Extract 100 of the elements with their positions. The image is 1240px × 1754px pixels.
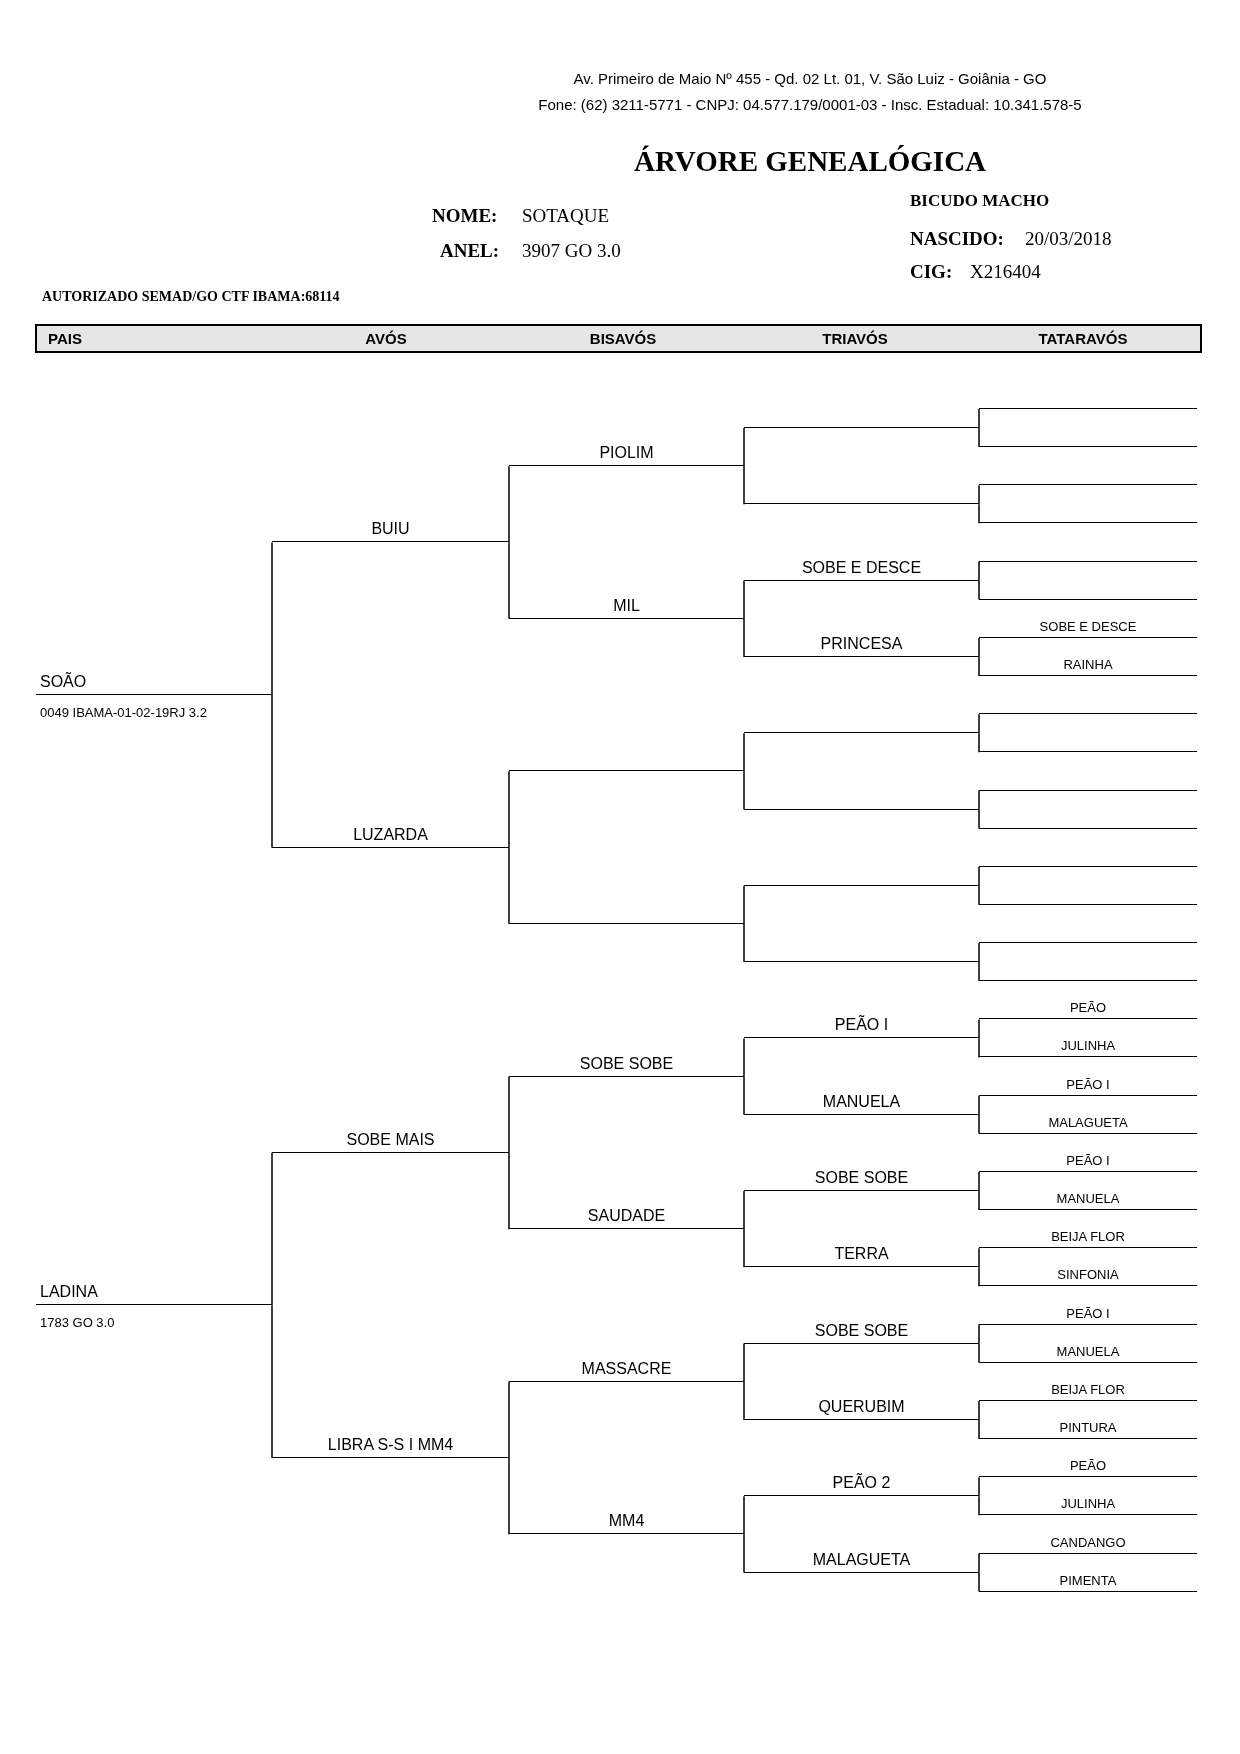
header-text: X216404 [970,260,1042,284]
pedigree-connector [978,427,980,448]
ancestor-entry [744,1012,979,1039]
ancestor-name: SOÃO [40,674,87,691]
ancestor-name: JULINHA [1060,1039,1116,1053]
pedigree-connector [978,1495,980,1516]
ancestor-name: MALAGUETA [1048,1115,1128,1129]
pedigree-connector [978,656,980,677]
ancestor-name: BUIU [371,521,410,538]
ancestor-name: PEÃO [1069,1001,1107,1015]
pedigree-connector [978,1342,980,1364]
ancestor-name: BEIJA FLOR [1051,1382,1125,1396]
pedigree-connector [743,885,745,925]
header-text: CIG: [910,260,954,284]
ancestor-entry [979,1152,1197,1172]
header-text: NOME: [432,204,499,228]
ancestor-entry [744,1470,979,1497]
ancestor-name: MIL [613,597,640,614]
ancestor-name: PINTURA [1059,1420,1117,1434]
ancestor-name: PEÃO I [1066,1306,1110,1320]
pedigree-connector [508,770,510,849]
ancestor-entry [979,1304,1197,1325]
pedigree-connector [978,1037,980,1059]
pedigree-connector [743,770,745,811]
header-text: 3907 GO 3.0 [522,239,622,263]
pedigree-connector [978,961,980,982]
ancestor-name: CANDANGO [1050,1535,1126,1549]
pedigree-connector [978,484,980,506]
pedigree-connector [978,637,980,658]
pedigree-connector [978,942,980,963]
ancestor-name: MM4 [608,1513,645,1530]
ring-number: 1783 GO 3.0 [40,1314,115,1333]
pedigree-connector [508,541,510,620]
ancestor-name: SAUDADE [587,1208,666,1225]
pedigree-connector [978,789,980,811]
ancestor-name: MASSACRE [581,1360,672,1377]
pedigree-connector [978,1476,980,1497]
pedigree-connector [508,1075,510,1154]
pedigree-connector [743,1075,745,1116]
ancestor-name: MANUELA [822,1093,901,1110]
ancestor-name: PEÃO I [834,1017,889,1034]
pedigree-connector [508,465,510,544]
header-text: Fone: (62) 3211-5771 - CNPJ: 04.577.179/0001-03 - Insc. Estadual: 10.341.578-5 [537,95,1083,115]
pedigree-connector [978,1018,980,1040]
pedigree-connector [508,846,510,925]
header-text: NASCIDO: [910,227,1005,251]
ancestor-name: PIMENTA [1059,1573,1117,1587]
column-header: BISAVÓS [588,329,658,349]
pedigree-connector [978,1571,980,1593]
ancestor-name: PIOLIM [599,445,654,462]
pedigree-connector [978,1094,980,1116]
ancestor-name: MANUELA [1056,1344,1120,1358]
ancestor-name: PRINCESA [820,635,903,652]
pedigree-connector [978,503,980,525]
pedigree-connector [271,1304,273,1459]
pedigree-connector [978,408,980,429]
header-text: SOTAQUE [522,204,611,228]
pedigree-connector [978,579,980,601]
pedigree-connector [508,1152,510,1230]
title: ÁRVORE GENEALÓGICA [632,144,988,179]
pedigree-connector [978,1113,980,1135]
ancestor-name: MALAGUETA [812,1551,911,1568]
pedigree-connector [743,1342,745,1383]
column-header: AVÓS [364,329,408,349]
pedigree-connector [743,1533,745,1574]
ancestor-name: SOBE MAIS [346,1131,435,1148]
pedigree-connector [743,1190,745,1230]
pedigree-connector [978,1247,980,1269]
ancestor-name: PEÃO I [1066,1154,1110,1167]
ancestor-name: SOBE SOBE [579,1055,674,1072]
pedigree-connector [978,1266,980,1288]
header-text: Av. Primeiro de Maio Nº 455 - Qd. 02 Lt. 01, V. São Luiz - Goiânia - GO [572,69,1048,89]
ancestor-name: LUZARDA [353,826,428,843]
pedigree-connector [978,713,980,734]
ancestor-name: SOBE SOBE [814,1322,909,1339]
pedigree-connector [743,618,745,658]
pedigree-connector [743,1495,745,1536]
ancestor-entry [979,1457,1197,1478]
ancestor-name: TERRA [834,1246,889,1263]
pedigree-connector [978,866,980,887]
pedigree-connector [743,1037,745,1078]
pedigree-connector [978,885,980,906]
ancestor-name: LIBRA S-S I MM4 [327,1437,454,1454]
pedigree-connector [743,923,745,963]
ring-number: 0049 IBAMA-01-02-19RJ 3.2 [40,704,207,723]
column-header: PAIS [48,329,83,349]
pedigree-connector [978,1419,980,1440]
pedigree-connector [978,1323,980,1345]
ancestor-name: JULINHA [1060,1497,1116,1511]
pedigree-connector [978,1552,980,1574]
pedigree-connector [978,732,980,753]
ancestor-name: SOBE E DESCE [1039,619,1137,633]
ancestor-name: LADINA [40,1284,98,1301]
pedigree-connector [508,1381,510,1459]
ancestor-name: QUERUBIM [818,1398,905,1415]
column-header: TRIAVÓS [821,329,889,349]
header-text: ANEL: [440,239,501,263]
ancestor-name: RAINHA [1063,657,1113,671]
pedigree-connector [743,465,745,506]
pedigree-connector [743,1228,745,1269]
